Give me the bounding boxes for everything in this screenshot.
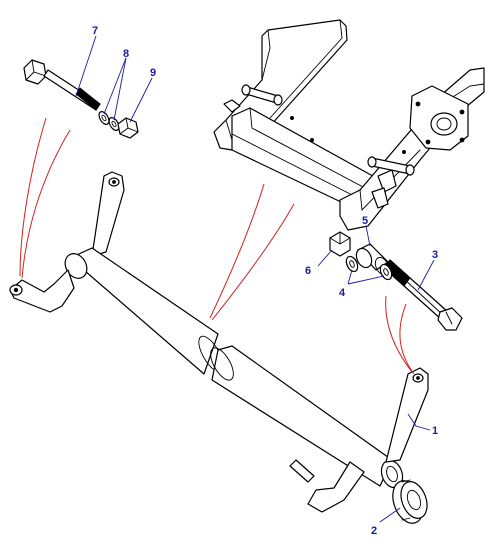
nut-part-6 [329, 231, 351, 257]
leader-part-8b [113, 57, 127, 121]
callout-part-2: 2 [371, 525, 377, 537]
callout-part-5: 5 [362, 215, 368, 227]
red-indicator-left-1 [19, 117, 47, 277]
red-indicator-right-2 [399, 303, 415, 375]
callout-part-1: 1 [432, 425, 438, 437]
callout-part-8: 8 [123, 48, 129, 60]
red-indicator-center-1 [209, 183, 265, 319]
leader-part-5 [365, 225, 371, 247]
leader-part-1 [407, 413, 431, 431]
callout-part-3: 3 [432, 249, 438, 261]
red-indicator-left-2 [21, 129, 71, 279]
washers-part-8 [98, 111, 120, 131]
callout-part-4: 4 [339, 287, 346, 299]
leader-part-4a [347, 269, 353, 285]
leader-part-8a [103, 57, 127, 115]
nut-part-9 [117, 117, 139, 139]
cross-shaft-left-section [9, 171, 224, 375]
leader-part-6 [317, 249, 333, 267]
red-alignment-indicators [19, 117, 415, 375]
leader-part-2 [379, 507, 401, 523]
bolt-part-7 [23, 59, 101, 111]
chassis-frame [213, 19, 485, 231]
leader-lines [75, 35, 435, 523]
callout-part-9: 9 [150, 67, 156, 79]
callout-part-7: 7 [92, 25, 98, 37]
callout-part-6: 6 [305, 265, 311, 277]
bush-part-2 [392, 479, 428, 524]
leader-part-9 [129, 77, 153, 123]
callout-labels: 1 2 3 4 5 6 7 8 9 [92, 25, 438, 537]
red-indicator-center-2 [211, 203, 295, 321]
pivot-bolt-part-3 [383, 259, 463, 331]
red-indicator-right-1 [385, 295, 413, 373]
leader-part-3 [417, 259, 435, 291]
leader-part-7 [75, 35, 97, 97]
leader-part-4b [347, 275, 385, 285]
cross-shaft-right-section [210, 345, 429, 513]
